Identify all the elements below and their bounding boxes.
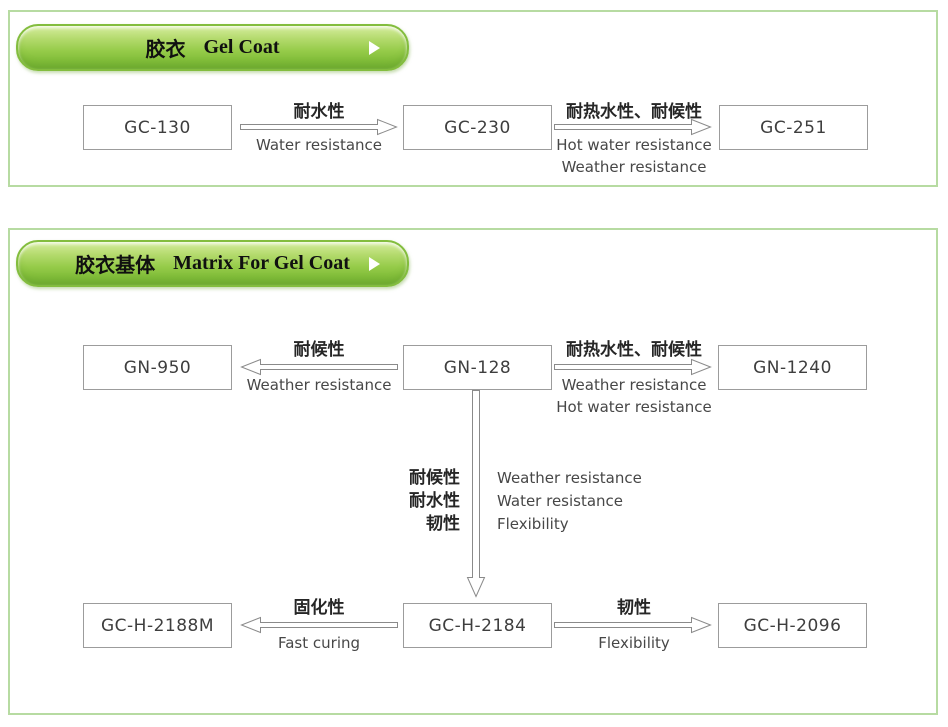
- transition-label-en: Fast curing: [277, 634, 361, 652]
- node-label: GC-H-2184: [428, 615, 527, 636]
- transition-label-en: Weather resistance: [497, 469, 642, 487]
- transition-label-zh: 耐候性: [293, 340, 345, 360]
- gel-coat-section: 胶衣 Gel Coat GC-130 GC-230 GC-251 耐水性 Wat…: [8, 10, 938, 187]
- node-label: GC-130: [124, 117, 191, 138]
- node-gc-h-2188m: GC-H-2188M: [83, 603, 232, 648]
- matrix-header-en: Matrix For Gel Coat: [173, 252, 350, 274]
- transition-label-en: Water resistance: [255, 136, 383, 154]
- node-gc-h-2096: GC-H-2096: [718, 603, 867, 648]
- transition-label-zh: 耐水性: [293, 102, 345, 122]
- transition-label-en: Weather resistance: [561, 158, 707, 176]
- arrow-down-icon: [466, 390, 486, 598]
- transition-label-en: Flexibility: [598, 634, 670, 652]
- transition-label-zh: 韧性: [426, 514, 460, 534]
- transition-label-en: Water resistance: [497, 492, 624, 510]
- node-gc-h-2184: GC-H-2184: [403, 603, 552, 648]
- gel-coat-header-button[interactable]: 胶衣 Gel Coat: [16, 24, 409, 71]
- transition-label-zh: 耐热水性、耐候性: [566, 102, 702, 122]
- transition-label-zh: 耐热水性、耐候性: [566, 340, 702, 360]
- arrow-left-icon: [240, 358, 398, 376]
- transition-label-zh: 固化性: [293, 598, 345, 618]
- gel-coat-header-zh: 胶衣: [145, 39, 186, 61]
- transition-label-en: Weather resistance: [246, 376, 392, 394]
- transition-label-en-column: Weather resistance Water resistance Flex…: [497, 467, 707, 536]
- node-label: GC-H-2096: [743, 615, 842, 636]
- node-label: GN-1240: [753, 357, 832, 378]
- transition-label-en: Hot water resistance: [556, 136, 712, 154]
- node-label: GC-H-2188M: [100, 615, 215, 636]
- node-label: GN-950: [123, 357, 192, 378]
- arrow-right-icon: [554, 616, 712, 634]
- arrow-right-icon: [554, 358, 712, 376]
- transition-label-en: Weather resistance: [561, 376, 707, 394]
- transition-label-zh: 韧性: [617, 598, 651, 618]
- matrix-header-button[interactable]: 胶衣基体 Matrix For Gel Coat: [16, 240, 409, 287]
- play-arrow-icon: [369, 40, 380, 55]
- node-gc-251: GC-251: [719, 105, 868, 150]
- node-label: GC-251: [760, 117, 827, 138]
- play-arrow-icon: [369, 256, 380, 271]
- matrix-for-gel-coat-section: 胶衣基体 Matrix For Gel Coat GN-950 GN-128 G…: [8, 228, 938, 715]
- transition-label-zh-column: 耐候性 耐水性 韧性: [310, 467, 460, 536]
- node-label: GC-230: [444, 117, 511, 138]
- gel-coat-header-en: Gel Coat: [203, 36, 280, 58]
- node-gc-130: GC-130: [83, 105, 232, 150]
- arrow-left-icon: [240, 616, 398, 634]
- matrix-header-zh: 胶衣基体: [75, 255, 156, 277]
- transition-label-en: Hot water resistance: [556, 398, 712, 416]
- arrow-right-icon: [240, 118, 398, 136]
- node-gn-1240: GN-1240: [718, 345, 867, 390]
- transition-label-zh: 耐水性: [409, 491, 460, 511]
- node-label: GN-128: [443, 357, 512, 378]
- transition-label-en: Flexibility: [497, 515, 569, 533]
- node-gn-950: GN-950: [83, 345, 232, 390]
- node-gc-230: GC-230: [403, 105, 552, 150]
- transition-label-zh: 耐候性: [409, 468, 460, 488]
- arrow-right-icon: [554, 118, 712, 136]
- node-gn-128: GN-128: [403, 345, 552, 390]
